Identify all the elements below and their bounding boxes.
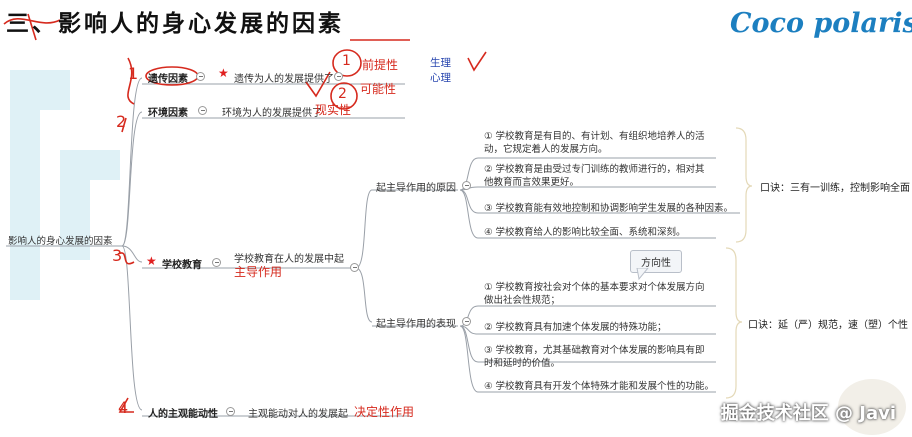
mnemonic-manifestations: 口诀：延（严）规范，速（塑）个性 xyxy=(748,320,908,331)
branch-reasons: 起主导作用的原因 xyxy=(376,183,456,194)
collapse-toggle[interactable] xyxy=(212,258,221,267)
factor-school-highlight: 主导作用 xyxy=(234,265,283,279)
collapse-toggle[interactable] xyxy=(226,407,235,416)
side-note-physiology: 生理 xyxy=(430,57,451,69)
reason-item: ② 学校教育是由受过专门训练的教师进行的，相对其他教育而言效果更好。 xyxy=(484,164,705,188)
factor-environment: 环境因素 xyxy=(148,108,188,119)
page-title: 三、影响人的身心发展的因素 xyxy=(6,10,344,37)
collapse-toggle[interactable] xyxy=(350,263,359,272)
star-icon: ★ xyxy=(146,254,157,268)
manifestation-item: ② 学校教育具有加速个体发展的特殊功能； xyxy=(484,322,667,333)
side-note-psychology: 心理 xyxy=(430,72,451,84)
margin-mark: 3 xyxy=(112,246,123,265)
factor-school-education: 学校教育 xyxy=(162,260,202,271)
collapse-toggle[interactable] xyxy=(462,317,471,326)
factor-environment-highlight: 现实性 xyxy=(315,103,352,117)
factor-heredity-highlight: 前提性 xyxy=(362,58,399,72)
star-icon: ★ xyxy=(218,66,229,80)
factor-subjective-initiative: 人的主观能动性 xyxy=(148,409,218,420)
root-node: 影响人的身心发展的因素 xyxy=(8,236,113,247)
margin-mark: 4 xyxy=(118,398,129,417)
collapse-toggle[interactable] xyxy=(462,181,471,190)
callout-pointer xyxy=(636,268,649,280)
watermark: 掘金技术社区 @ Javi xyxy=(720,403,896,424)
collapse-toggle[interactable] xyxy=(198,106,207,115)
manifestation-item: ④ 学校教育具有开发个体特殊才能和发展个性的功能。 xyxy=(484,381,715,392)
collapse-toggle[interactable] xyxy=(334,72,343,81)
branch-manifestations: 起主导作用的表现 xyxy=(376,319,456,330)
mascot-image xyxy=(838,379,906,435)
callout-direction: 方向性 xyxy=(630,250,682,273)
manifestation-item: ③ 学校教育，尤其基础教育对个体发展的影响具有即时和延时的价值。 xyxy=(484,345,705,369)
margin-mark: 1 xyxy=(128,64,139,83)
factor-heredity-desc: 遗传为人的发展提供了 xyxy=(234,74,334,85)
extra-highlight: 可能性 xyxy=(360,82,397,96)
annotation-number: 1 xyxy=(342,53,351,69)
annotation-number: 2 xyxy=(338,86,347,102)
brand-logo: Coco polaris xyxy=(730,8,912,39)
reason-item: ④ 学校教育给人的影响比较全面、系统和深刻。 xyxy=(484,227,686,238)
reason-item: ③ 学校教育能有效地控制和协调影响学生发展的各种因素。 xyxy=(484,203,734,214)
manifestation-item: ① 学校教育按社会对个体的基本要求对个体发展方向做出社会性规范； xyxy=(484,282,705,306)
reason-item: ① 学校教育是有目的、有计划、有组织地培养人的活动，它规定着人的发展方向。 xyxy=(484,131,705,155)
collapse-toggle[interactable] xyxy=(196,72,205,81)
factor-initiative-desc: 主观能动对人的发展起 xyxy=(248,409,348,420)
mnemonic-reasons: 口诀：三有一训练，控制影响全面 xyxy=(760,183,910,194)
factor-school-desc: 学校教育在人的发展中起 xyxy=(234,254,344,265)
margin-mark: 2 xyxy=(116,112,127,131)
factor-initiative-highlight: 决定性作用 xyxy=(354,405,415,419)
factor-environment-desc: 环境为人的发展提供了 xyxy=(222,108,322,119)
factor-heredity: 遗传因素 xyxy=(148,74,188,85)
